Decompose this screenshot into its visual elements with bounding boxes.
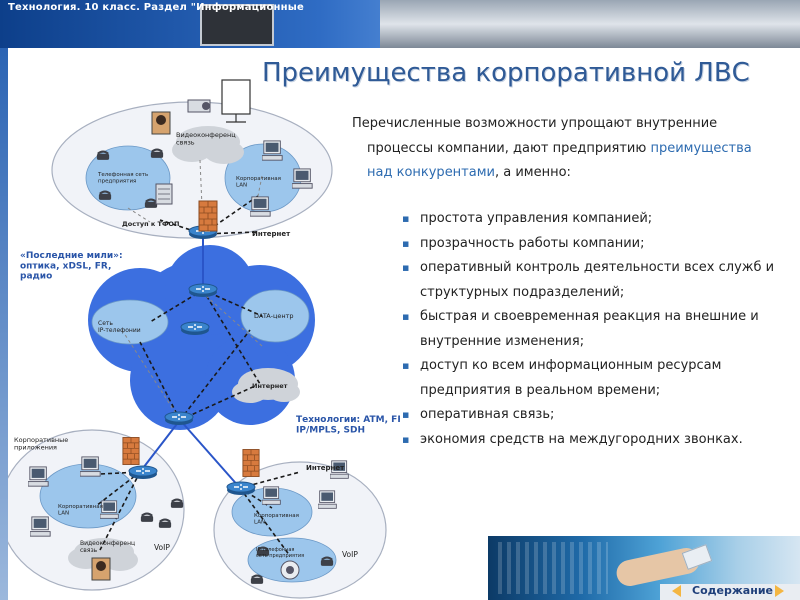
list-item: оперативный контроль деятельности всех с… [402, 256, 794, 305]
dashed-links [95, 195, 301, 557]
router-icon [226, 481, 256, 496]
firewall-icon [242, 449, 260, 477]
internet-cloud-mid [232, 368, 300, 403]
next-arrow-icon[interactable] [775, 585, 784, 597]
computer-icon [318, 490, 337, 509]
label-data-center: DATA-центр [254, 312, 294, 320]
breadcrumb: Технология. 10 класс. Раздел "Информацио… [8, 2, 304, 13]
pbx-icon [280, 560, 300, 580]
computer-icon [262, 140, 283, 161]
list-item: прозрачность работы компании; [402, 232, 794, 257]
videoconf-cloud-bl [68, 538, 138, 571]
list-item: экономия средств на междугородних звонка… [402, 428, 794, 453]
intro-line-1: Перечисленные возможности упрощают внутр… [352, 116, 718, 131]
server-icon [155, 183, 173, 205]
router-icon [128, 465, 158, 480]
screen-graphic [200, 4, 274, 46]
left-accent-bar [0, 48, 8, 600]
projector-icon [187, 79, 251, 123]
person-icon [91, 557, 111, 581]
list-item: простота управления компанией; [402, 207, 794, 232]
intro-line-2-text: процессы компании, дают предприятию [367, 140, 647, 156]
slide-title: Преимущества корпоративной ЛВС [262, 58, 750, 88]
computer-icon [292, 168, 313, 189]
toc-button[interactable]: Содержание [692, 584, 773, 597]
light-links [121, 159, 263, 421]
intro-highlight-1: преимущества [650, 140, 752, 156]
header-photo [380, 0, 800, 48]
label-voip-bl: VoIP [154, 543, 170, 552]
router-icon [164, 411, 194, 426]
router-icon [180, 321, 210, 336]
list-item: доступ ко всем информационным ресурсам п… [402, 354, 794, 403]
ip-phone-bubble-br [247, 537, 337, 583]
firewall-icon [122, 437, 140, 465]
computer-icon [28, 466, 49, 487]
header-banner: Технология. 10 класс. Раздел "Информацио… [0, 0, 800, 48]
intro-line-2: процессы компании, дают предприятию преи… [352, 137, 792, 162]
label-internet-top: Интернет [252, 230, 291, 238]
router-icon [188, 283, 218, 298]
data-center-bubble [240, 289, 310, 343]
person-icon [151, 111, 171, 135]
label-internet-mid: Интернет [252, 382, 288, 390]
label-pstn-access: Доступ к ТФОП [122, 220, 179, 228]
intro-highlight-2: над конкурентами [367, 165, 495, 180]
intro-line-3: над конкурентами, а именно: [352, 161, 792, 186]
prev-arrow-icon[interactable] [672, 585, 681, 597]
list-item: быстрая и своевременная реакция на внешн… [402, 305, 794, 354]
intro-line-3-tail: , а именно: [494, 165, 571, 180]
list-item: оперативная связь; [402, 403, 794, 428]
computer-icon [30, 516, 51, 537]
computer-icon [80, 456, 101, 477]
ip-phone-net-bubble [91, 299, 169, 345]
backbone-links [139, 236, 241, 489]
firewall-icon [198, 200, 218, 232]
label-voip-br: VoIP [342, 550, 358, 559]
footer-graphic [498, 542, 608, 594]
videoconf-cloud-top [172, 126, 244, 164]
nav-bar [660, 584, 800, 600]
intro-paragraph: Перечисленные возможности упрощают внутр… [352, 112, 792, 186]
label-technologies: Технологии: ATM, FR,IP/MPLS, SDH [296, 415, 400, 435]
computer-icon [262, 486, 281, 505]
advantages-list: простота управления компанией; прозрачно… [402, 207, 794, 452]
label-internet-br: Интернет [306, 464, 345, 472]
computer-icon [250, 196, 271, 217]
label-last-mile: «Последние мили»:оптика, xDSL, FR,радио [20, 251, 123, 282]
